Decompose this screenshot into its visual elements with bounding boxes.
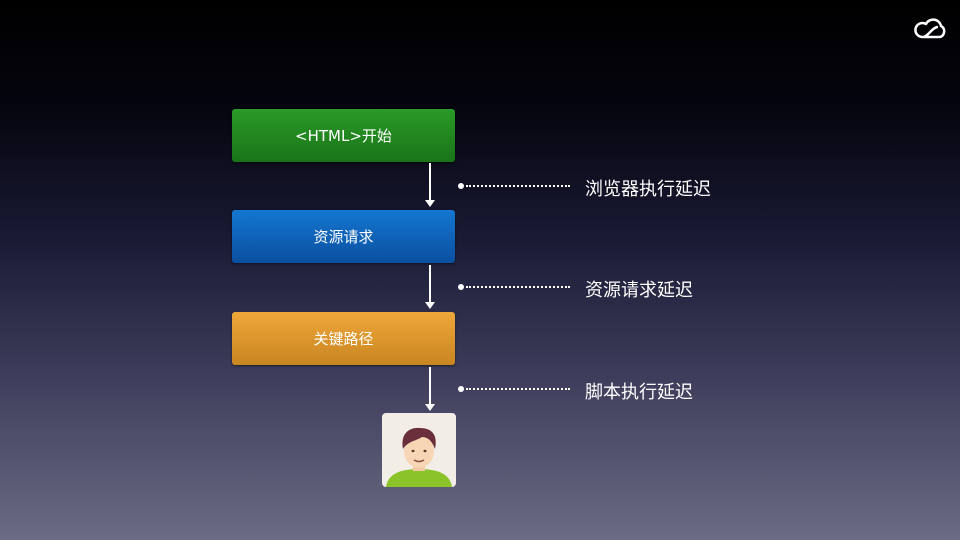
cloud-logo-icon (914, 14, 948, 44)
dotted-connector (466, 388, 570, 390)
step-label: 关键路径 (313, 330, 374, 348)
user-avatar-icon (382, 413, 456, 487)
delay-label-script: 脚本执行延迟 (585, 382, 693, 403)
connector-dot (458, 386, 464, 392)
step-critical-path: 关键路径 (232, 312, 455, 365)
arrow-1 (425, 163, 435, 207)
delay-label-browser: 浏览器执行延迟 (585, 179, 711, 200)
dotted-connector (466, 185, 570, 187)
arrow-3 (425, 367, 435, 411)
arrow-2 (425, 265, 435, 309)
step-label: 资源请求 (313, 228, 374, 246)
dotted-connector (466, 286, 570, 288)
connector-dot (458, 284, 464, 290)
step-html-start: <HTML>开始 (232, 109, 455, 162)
connector-dot (458, 183, 464, 189)
step-label: <HTML>开始 (295, 127, 392, 145)
step-resource-request: 资源请求 (232, 210, 455, 263)
delay-label-resource: 资源请求延迟 (585, 280, 693, 301)
